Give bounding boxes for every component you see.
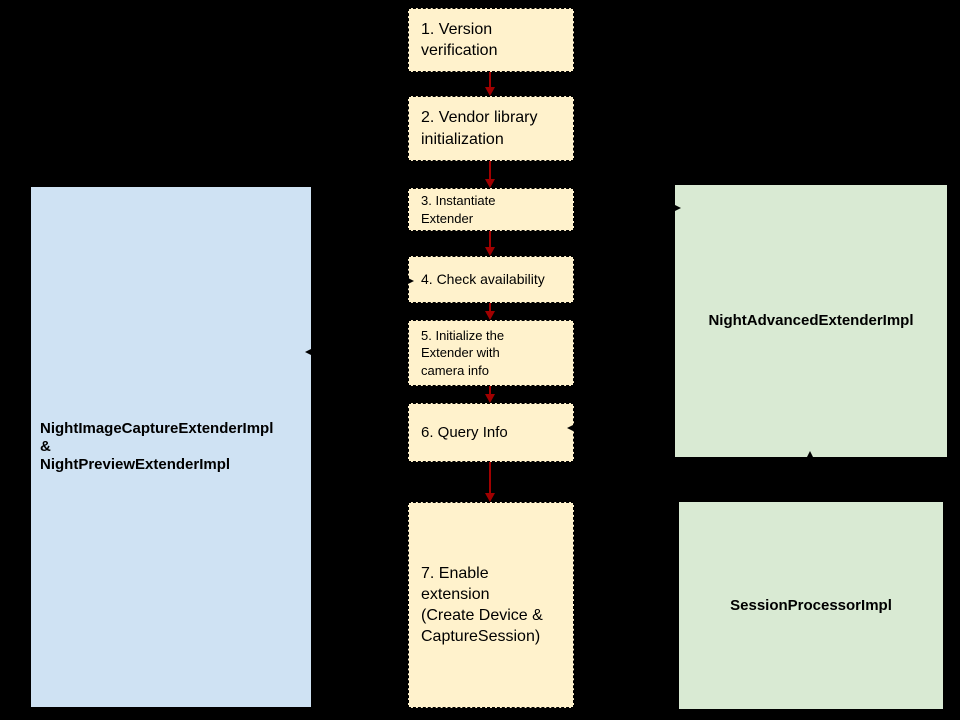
- connector-step3-to-night-advanced: [573, 204, 681, 212]
- connector-session-processor-to-night-advanced: [806, 451, 814, 502]
- connector-step5-to-leftbox: [305, 348, 408, 356]
- connector-leftbox-to-step4: [311, 277, 414, 285]
- step-7-enable-extension: 7. Enable extension (Create Device & Cap…: [408, 502, 574, 708]
- step-3-label: 3. Instantiate Extender: [421, 193, 496, 226]
- left-box-night-extenders: NightImageCaptureExtenderImpl & NightPre…: [31, 187, 311, 707]
- flow-arrow-3-4: [485, 231, 495, 256]
- right-box-night-advanced-extender-label: NightAdvancedExtenderImpl: [708, 312, 914, 329]
- step-2-vendor-library-initialization: 2. Vendor library initialization: [408, 96, 574, 161]
- step-7-label: 7. Enable extension (Create Device & Cap…: [421, 564, 543, 646]
- flow-arrow-1-2: [485, 72, 495, 96]
- flow-arrow-6-7: [485, 462, 495, 502]
- step-5-label: 5. Initialize the Extender with camera i…: [421, 328, 505, 378]
- step-6-query-info: 6. Query Info: [408, 403, 574, 462]
- flow-arrow-2-3: [485, 161, 495, 188]
- left-box-label: NightImageCaptureExtenderImpl & NightPre…: [40, 420, 274, 473]
- step-4-label: 4. Check availability: [421, 271, 545, 288]
- connector-night-advanced-to-step6: [567, 424, 675, 432]
- step-1-version-verification: 1. Version verification: [408, 8, 574, 72]
- flow-arrow-5-6: [485, 386, 495, 403]
- step-1-label: 1. Version verification: [421, 20, 498, 59]
- flow-arrow-4-5: [485, 303, 495, 320]
- right-box-night-advanced-extender: NightAdvancedExtenderImpl: [675, 185, 947, 457]
- right-box-session-processor: SessionProcessorImpl: [679, 502, 943, 709]
- step-6-label: 6. Query Info: [421, 423, 508, 441]
- right-box-session-processor-label: SessionProcessorImpl: [730, 596, 892, 614]
- step-3-instantiate-extender: 3. Instantiate Extender: [408, 188, 574, 231]
- step-4-check-availability: 4. Check availability: [408, 256, 574, 303]
- step-5-initialize-extender: 5. Initialize the Extender with camera i…: [408, 320, 574, 386]
- step-2-label: 2. Vendor library initialization: [421, 109, 538, 148]
